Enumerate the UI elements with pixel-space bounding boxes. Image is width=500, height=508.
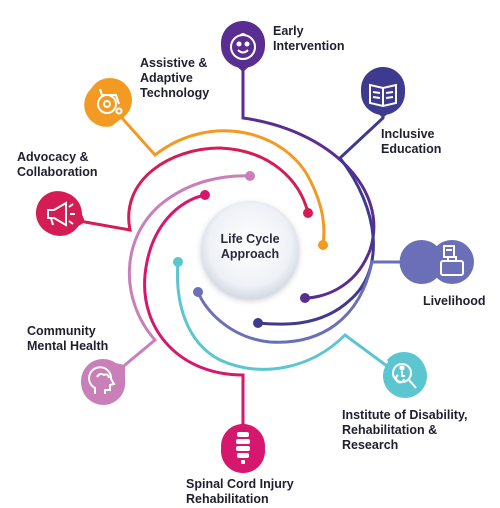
label-assistive-tech: Assistive & Adaptive Technology bbox=[140, 56, 210, 100]
center-circle bbox=[201, 201, 299, 299]
node-institute bbox=[383, 351, 427, 398]
center-title: Life Cycle Approach bbox=[220, 232, 280, 261]
arm-spinal bbox=[143, 193, 245, 424]
node-inclusive-education bbox=[361, 66, 405, 118]
arm-assistive bbox=[120, 116, 326, 247]
node-advocacy bbox=[35, 191, 85, 236]
node-assistive-tech bbox=[84, 78, 132, 127]
magnifier-wheelchair-icon bbox=[392, 363, 417, 389]
dot-inclusive-education bbox=[253, 318, 263, 328]
spiral-arms bbox=[83, 68, 432, 424]
node-spinal bbox=[221, 422, 266, 474]
spine-icon bbox=[236, 432, 250, 464]
arm-institute bbox=[176, 260, 397, 374]
label-inclusive-education: Inclusive Education bbox=[381, 127, 442, 156]
dot-assistive bbox=[318, 240, 328, 250]
dot-spinal bbox=[200, 190, 210, 200]
node-livelihood bbox=[399, 240, 474, 285]
label-livelihood: Livelihood bbox=[423, 294, 486, 308]
arm-inclusive-education bbox=[256, 110, 385, 326]
dot-advocacy bbox=[303, 208, 313, 218]
wheelchair-icon bbox=[97, 88, 123, 115]
dot-community bbox=[245, 171, 255, 181]
arm-end-dots bbox=[173, 171, 328, 328]
label-spinal: Spinal Cord Injury Rehabilitation bbox=[186, 477, 294, 506]
dot-early-intervention bbox=[300, 293, 310, 303]
arm-livelihood bbox=[196, 260, 432, 344]
megaphone-icon bbox=[47, 201, 75, 227]
arm-community bbox=[123, 174, 252, 367]
label-community-mental-health: Community Mental Health bbox=[27, 324, 109, 353]
baby-face-icon bbox=[230, 33, 256, 60]
briefcase-icon bbox=[440, 245, 464, 276]
node-community-mental-health bbox=[81, 359, 126, 405]
head-brain-icon bbox=[88, 366, 116, 394]
book-icon bbox=[369, 83, 397, 108]
dot-livelihood bbox=[193, 287, 203, 297]
node-early-intervention bbox=[221, 20, 266, 73]
label-institute: Institute of Disability, Rehabilitation … bbox=[342, 408, 468, 452]
dot-institute bbox=[173, 257, 183, 267]
arm-advocacy bbox=[83, 146, 310, 232]
label-advocacy: Advocacy & Collaboration bbox=[17, 150, 98, 179]
arm-early-intervention bbox=[241, 68, 376, 300]
label-early-intervention: Early Intervention bbox=[273, 24, 345, 53]
